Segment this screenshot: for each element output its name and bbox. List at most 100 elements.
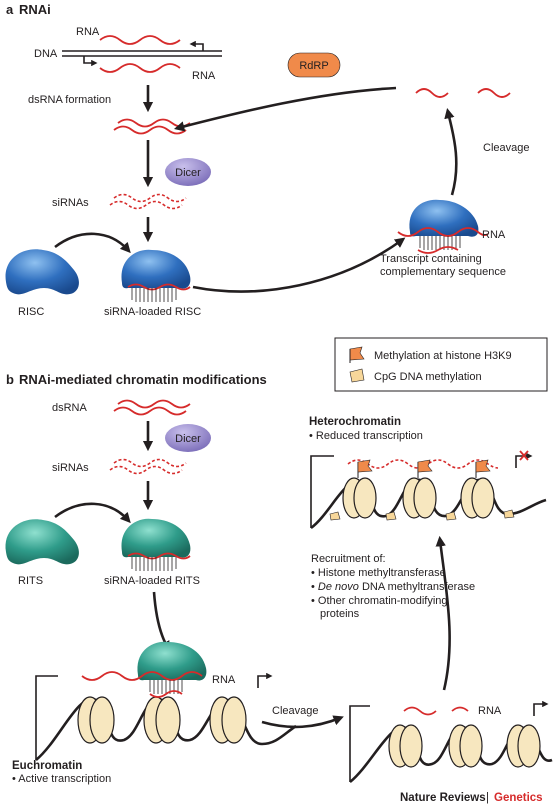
- cleavage-label-b: Cleavage: [272, 705, 318, 717]
- eu-nucleosome-2b: [155, 696, 181, 744]
- cl-nucleosome-1b: [399, 724, 423, 768]
- b-dicer-shape: [165, 424, 211, 452]
- rna-top-wave: [99, 35, 181, 45]
- rna-bottom-label: RNA: [192, 70, 216, 82]
- cleaved-rna-fragment-2: [451, 706, 469, 712]
- risc-label: RISC: [18, 306, 44, 318]
- sirna-loaded-risc: [121, 249, 191, 302]
- eu-nucleosome-1b: [89, 696, 115, 744]
- footer-credit: Nature Reviews | Genetics: [400, 792, 543, 804]
- euchromatin-left-bracket: [35, 675, 58, 760]
- cleaved-rna-label: RNA: [478, 705, 502, 717]
- eu-rits-shape: [137, 641, 207, 681]
- legend-box: [334, 337, 548, 392]
- cpg-mark-1: [329, 511, 341, 521]
- b-sirnas-label: siRNAs: [52, 462, 89, 474]
- cleaved-rna-2: [477, 88, 511, 98]
- sirna-wave-1: [113, 193, 187, 203]
- cleavage-label-a: Cleavage: [483, 142, 529, 154]
- arrow-cleavage-b: [261, 715, 344, 729]
- reduced-transcription: • Reduced transcription: [309, 430, 423, 442]
- transcript-rna-label: RNA: [482, 229, 506, 241]
- cleaved-chromatin-diagram: [349, 700, 553, 784]
- loaded-rits-sirna: [127, 552, 191, 560]
- euchromatin-diagram: [35, 641, 297, 761]
- rna-top-promoter-arrow: [189, 40, 204, 51]
- sirna-loaded-risc-label: siRNA-loaded RISC: [104, 306, 201, 318]
- cpg-mark-icon: [349, 368, 365, 383]
- risc-shape: [5, 249, 79, 295]
- arrow-cleavage-a: [444, 107, 458, 196]
- dsrna-wave-1: [117, 118, 191, 128]
- rna-top-label: RNA: [76, 26, 100, 38]
- arrow-rdrp: [173, 86, 397, 132]
- sirna-loaded-rits: [121, 518, 191, 571]
- heterochromatin-label: Heterochromatin: [309, 416, 401, 428]
- dicer-label: Dicer: [175, 167, 201, 179]
- sirnas-label: siRNAs: [52, 197, 89, 209]
- b-sirna-wave-2: [109, 465, 183, 475]
- histone-flag-1: [357, 459, 373, 478]
- transcript-line2: complementary sequence: [380, 266, 506, 278]
- histone-flag-2: [417, 459, 433, 478]
- dicer-shape: [165, 158, 211, 186]
- panel-b-letter: b: [6, 372, 14, 387]
- arrow-rits-to-chromatin: [152, 591, 171, 652]
- cleaved-left-bracket: [349, 705, 370, 782]
- transcript-risc-complex: [397, 199, 489, 254]
- recruit-item-3-line1: • Other chromatin-modifying: [311, 595, 448, 607]
- footer-separator: |: [486, 792, 489, 804]
- b-dicer-label: Dicer: [175, 433, 201, 445]
- het-nucleosome-1b: [353, 477, 377, 519]
- recruit-item-2: • De novo DNA methyltransferase: [311, 581, 475, 593]
- legend-cpg: CpG DNA methylation: [374, 371, 482, 383]
- eu-rna-bottom: [149, 690, 183, 698]
- arrow-rits-load: [54, 502, 131, 524]
- arrow-risc-load: [54, 232, 131, 254]
- loaded-rits-shape: [121, 518, 191, 558]
- panel-a-title: RNAi: [19, 2, 51, 17]
- cpg-mark-4: [503, 509, 515, 519]
- dsrna-formation-label: dsRNA formation: [28, 94, 111, 106]
- eu-rits-rna: [81, 671, 203, 681]
- rna-bottom-wave: [99, 63, 181, 73]
- cl-nucleosome-2b: [459, 724, 483, 768]
- recruit-item-1: • Histone methyltransferase: [311, 567, 446, 579]
- loaded-rits-strands: [131, 557, 177, 571]
- rits-label: RITS: [18, 575, 43, 587]
- rna-bottom-promoter-arrow: [83, 56, 98, 67]
- panel-a-letter: a: [6, 2, 14, 17]
- journal-name: Nature Reviews: [400, 792, 486, 804]
- legend: Methylation at histone H3K9 CpG DNA meth…: [334, 337, 548, 392]
- rdrp-label: RdRP: [299, 60, 328, 72]
- arrow-to-transcript: [192, 237, 406, 293]
- loaded-risc-strands: [131, 288, 177, 302]
- recruitment-title: Recruitment of:: [311, 553, 386, 565]
- histone-flag-3: [475, 459, 491, 478]
- cpg-mark-3: [445, 511, 457, 521]
- loaded-risc-shape: [121, 249, 191, 289]
- het-nucleosome-3b: [471, 477, 495, 519]
- sirna-loaded-rits-label: siRNA-loaded RITS: [104, 575, 200, 587]
- panel-a: a RNAi RNA DNA RNA dsRNA formation Dicer…: [5, 2, 529, 318]
- panel-b: b RNAi-mediated chromatin modifications …: [5, 372, 553, 785]
- cleaved-rna-fragment-1: [403, 706, 437, 716]
- cleaved-rna-1: [415, 88, 449, 98]
- transcript-line1: Transcript containing: [380, 253, 482, 265]
- cpg-mark-2: [385, 511, 397, 521]
- dna-label: DNA: [34, 48, 58, 60]
- het-nucleosome-2b: [413, 477, 437, 519]
- b-dsrna-wave-2: [113, 406, 187, 416]
- arrow-to-heterochromatin: [435, 535, 451, 691]
- panel-b-title: RNAi-mediated chromatin modifications: [19, 372, 267, 387]
- dsrna-wave-2: [113, 125, 187, 135]
- rdrp-pill: [287, 52, 341, 78]
- euchromatin-tss-arrow: [257, 672, 273, 688]
- eu-rna-label: RNA: [212, 674, 236, 686]
- recruit-item-3-line2: proteins: [320, 608, 360, 620]
- eu-nucleosome-3b: [221, 696, 247, 744]
- euchromatin-label: Euchromatin: [12, 760, 82, 772]
- transcript-rna-bottom: [417, 246, 459, 254]
- journal-section: Genetics: [494, 792, 543, 804]
